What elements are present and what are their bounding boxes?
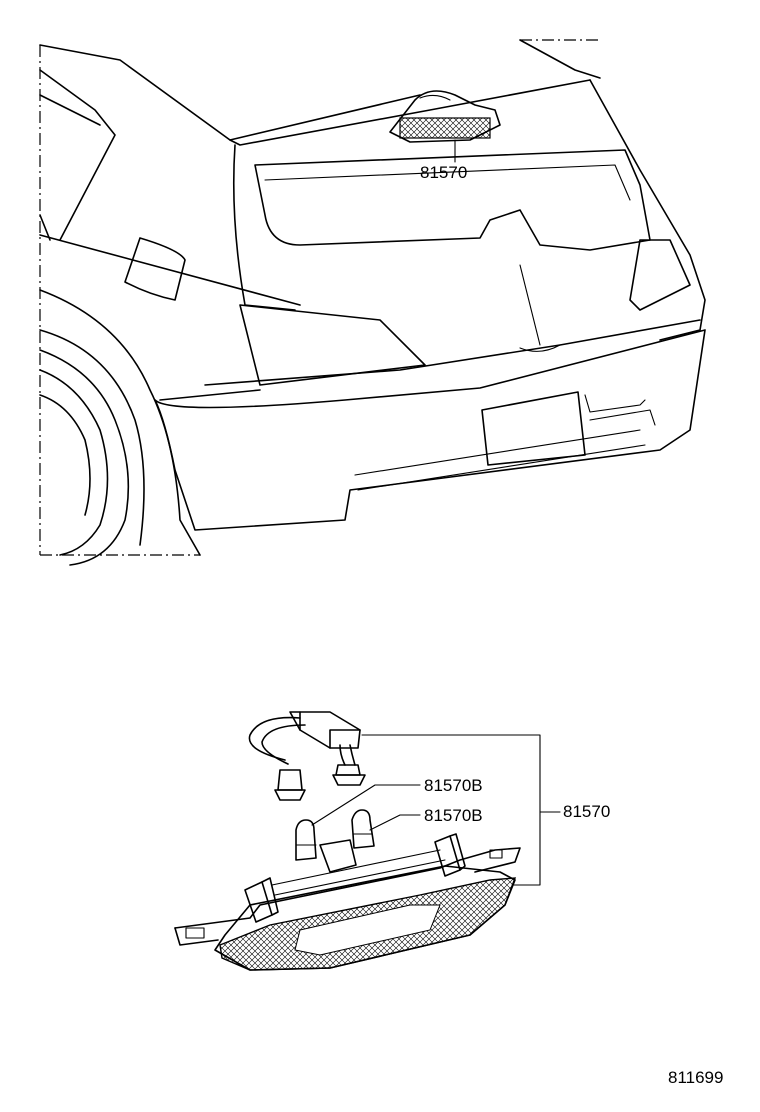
illustration-id: 811699 [668, 1068, 723, 1087]
car-rear-view [39, 39, 706, 566]
callout-leaders [311, 734, 561, 886]
callout-label-81570-side: 81570 [563, 802, 610, 821]
lamp-housing [174, 833, 521, 971]
callout-label-81570b-upper: 81570B [424, 776, 483, 795]
callout-label-81570b-lower: 81570B [424, 806, 483, 825]
wire-harness [248, 711, 366, 801]
high-mount-lamp-location [389, 90, 501, 143]
callout-label-81570-top: 81570 [420, 163, 467, 182]
bulbs [295, 809, 375, 861]
